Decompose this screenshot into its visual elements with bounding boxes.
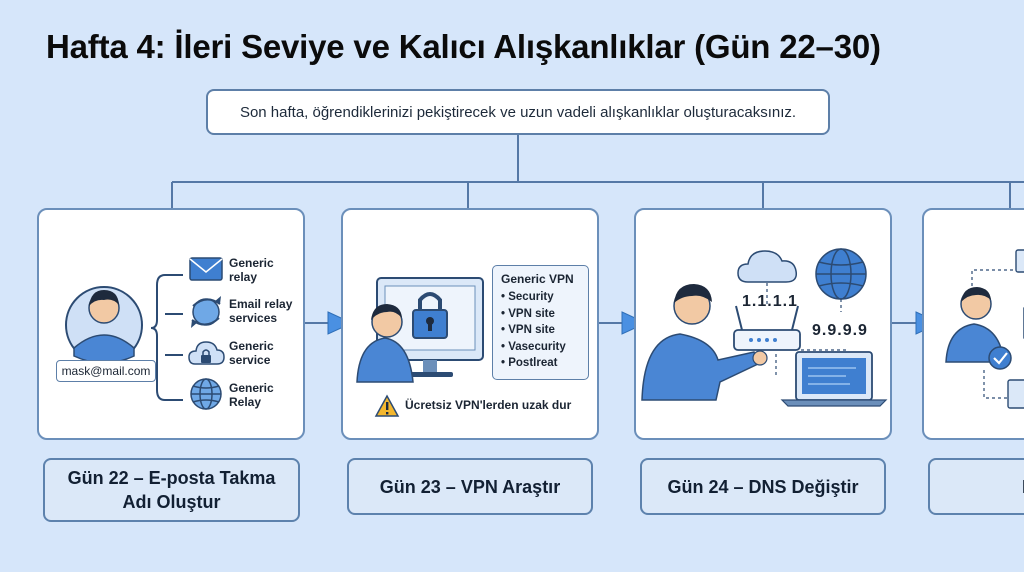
globe-icon [190, 378, 222, 410]
list-item: Vasecurity [501, 339, 580, 356]
step-label-day-24: Gün 24 – DNS Değiştir [640, 458, 886, 515]
user-person-icon [641, 284, 768, 401]
laptop-icon [780, 351, 888, 407]
subtitle-text: Son hafta, öğrendiklerinizi pekiştirecek… [239, 103, 797, 121]
list-item: Postlreat [501, 355, 580, 372]
padlock-icon [412, 292, 448, 339]
router-icon [733, 305, 801, 351]
list-item: VPN site [501, 306, 580, 323]
step-label-day-23: Gün 23 – VPN Araştır [347, 458, 593, 515]
step-24-illustration [641, 248, 888, 407]
globe-icon [815, 248, 867, 300]
dns-primary: 1.1.1.1 [742, 293, 798, 310]
vpn-options-list: Generic VPN Security VPN site VPN site V… [492, 265, 589, 380]
laptop-icon [1007, 379, 1024, 409]
envelope-icon [189, 257, 223, 281]
cloud-lock-icon [188, 341, 225, 365]
step-label-day-25: D [928, 458, 1024, 515]
email-alias-tag: mask@mail.com [56, 360, 156, 382]
step-card-day-25 [922, 208, 1024, 440]
free-vpn-warning: Ücretsiz VPN'lerden uzak dur [405, 398, 572, 412]
window-icon [1015, 249, 1024, 273]
page-title: Hafta 4: İleri Seviye ve Kalıcı Alışkanl… [46, 28, 881, 65]
arrow-right-icon [327, 311, 354, 335]
user-person-icon [356, 304, 414, 383]
vpn-list-title: Generic VPN [501, 272, 574, 286]
step-23-illustration [356, 277, 484, 417]
step-card-day-24: 1.1.1.1 9.9.9.9 [634, 208, 892, 440]
step-card-day-23: Generic VPN Security VPN site VPN site V… [341, 208, 599, 440]
cloud-icon [737, 250, 798, 283]
refresh-icon [191, 296, 221, 328]
step-25-illustration [945, 249, 1024, 409]
warning-icon [374, 394, 400, 417]
subtitle-box: Son hafta, öğrendiklerinizi pekiştirecek… [206, 89, 830, 135]
list-item: Security [501, 289, 580, 306]
user-avatar-icon [65, 286, 143, 364]
step-22-illustration [65, 257, 225, 410]
dns-secondary: 9.9.9.9 [812, 322, 868, 339]
checkmark-icon [988, 346, 1012, 370]
list-item: VPN site [501, 322, 580, 339]
